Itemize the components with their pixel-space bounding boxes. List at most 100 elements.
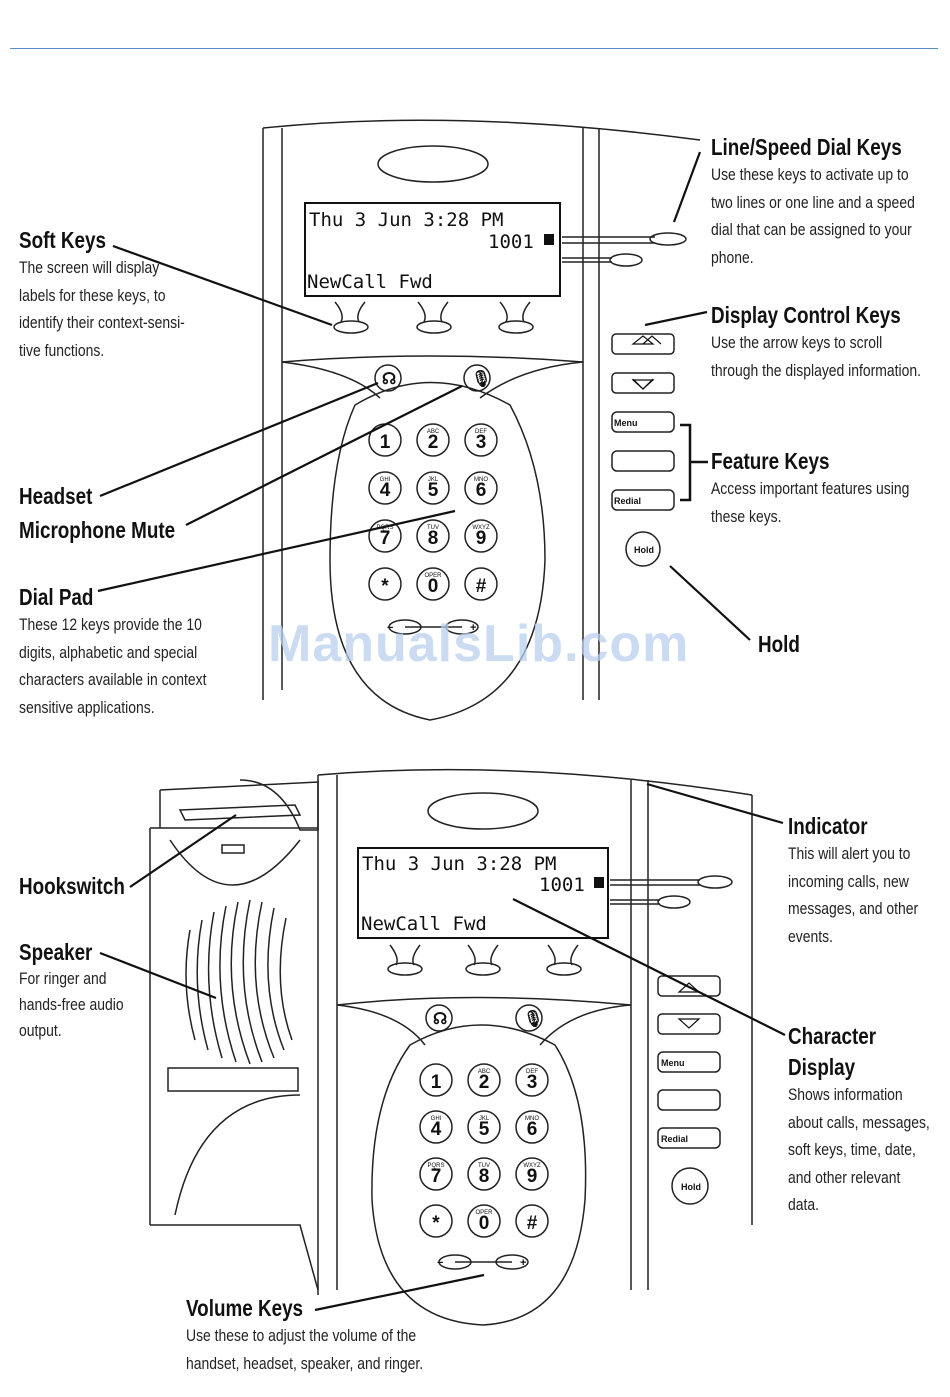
key-digit: 4 [380, 480, 391, 501]
side-key-1[interactable]: 1 [419, 1063, 453, 1097]
key-1[interactable]: 1 [368, 423, 402, 457]
key-outline [464, 519, 498, 553]
side-key-letters: PQRS [427, 1163, 444, 1169]
soft-keys-desc-2: labels for these keys, to [19, 285, 166, 305]
indicator-leader [646, 782, 784, 825]
page-top-rule [10, 48, 938, 49]
dial-pad-desc-2: digits, alphabetic and special [19, 642, 198, 662]
feature-keys-callout: Feature Keys Access important features u… [711, 448, 950, 530]
character-display-desc-2: about calls, messages, [788, 1112, 930, 1132]
side-key-digit: 1 [431, 1072, 442, 1093]
side-key-digit: 4 [431, 1119, 442, 1140]
headset-icon: ☊ [382, 371, 396, 388]
hookswitch-callout: Hookswitch [19, 873, 148, 900]
soft-keys-desc-3: identify their context-sensi- [19, 313, 185, 332]
mic-mute-callout: Microphone Mute [19, 517, 209, 544]
watermark: ManualsLib.com [268, 615, 690, 673]
side-key-digit: 8 [479, 1166, 490, 1187]
redial-button[interactable] [611, 489, 675, 511]
display-softkey-labels: NewCall Fwd [307, 271, 433, 293]
display-control-leader [644, 310, 708, 327]
hold-callout: Hold [758, 631, 809, 658]
volume-keys-leader [314, 1273, 485, 1312]
headset-title: Headset [19, 483, 93, 509]
display2-line1: Thu 3 Jun 3:28 PM [362, 853, 556, 875]
mic-mute-title: Microphone Mute [19, 517, 176, 543]
key-digit: 5 [428, 480, 439, 501]
soft-keys-title: Soft Keys [19, 227, 106, 253]
key-letters: WXYZ [472, 525, 490, 531]
feature-button-blank[interactable] [611, 450, 675, 472]
hold-label: Hold [634, 545, 654, 555]
menu-button[interactable] [611, 411, 675, 433]
key-digit: 3 [476, 432, 487, 453]
character-display-leader [512, 898, 786, 1036]
key-star[interactable]: * [368, 567, 402, 601]
volume-keys-callout: Volume Keys Use these to adjust the volu… [186, 1295, 475, 1377]
headset-icon-2: ☊ [433, 1011, 447, 1028]
side-key-star[interactable]: * [419, 1204, 453, 1238]
hookswitch-leader [129, 814, 237, 888]
mute-button[interactable] [463, 364, 491, 392]
side-key-letters: OPER [475, 1210, 493, 1216]
side-key-outline [419, 1063, 453, 1097]
key-letters: TUV [427, 525, 439, 531]
character-display-desc-1: Shows information [788, 1085, 903, 1104]
key-pound[interactable]: # [464, 567, 498, 601]
key-outline [416, 471, 450, 505]
key-letters: JKL [428, 477, 439, 483]
side-key-pound[interactable]: # [515, 1204, 549, 1238]
display-line2: 1001 [488, 231, 534, 253]
headset-button[interactable] [374, 364, 402, 392]
key-outline [368, 471, 402, 505]
dial-pad-callout: Dial Pad These 12 keys provide the 10 di… [19, 584, 248, 721]
phone-side-view [149, 768, 753, 1326]
redial-label-2: Redial [661, 1134, 688, 1144]
character-display-title: Character [788, 1023, 877, 1049]
dial-pad-leader [97, 509, 456, 593]
line-keys-callout: Line/Speed Dial Keys Use these keys to a… [711, 134, 950, 271]
feature-keys-title: Feature Keys [711, 448, 830, 474]
menu-label: Menu [614, 418, 638, 428]
side-key-digit: 0 [479, 1213, 490, 1234]
key-digit: 9 [476, 528, 487, 549]
key-letters: PQRS [376, 525, 393, 531]
key-letters: ABC [427, 429, 440, 435]
hold-button[interactable] [625, 531, 661, 567]
side-key-outline [515, 1110, 549, 1144]
key-digit: 0 [428, 576, 439, 597]
volume-plus-icon: + [470, 622, 476, 634]
scroll-down-button[interactable] [611, 372, 675, 394]
volume-keys[interactable] [388, 619, 479, 635]
scroll-up-button[interactable] [611, 333, 675, 355]
volume-minus-icon: − [387, 622, 393, 634]
display-control-title: Display Control Keys [711, 302, 901, 328]
feature-keys-desc-2: these keys. [711, 506, 782, 526]
side-key-outline [515, 1204, 549, 1238]
display2-softkey-labels: NewCall Fwd [361, 913, 487, 935]
indicator-desc-3: messages, and other [788, 899, 919, 918]
line-keys-desc-4: phone. [711, 247, 754, 267]
microphone-mute-icon-2: 🎙 [523, 1010, 543, 1028]
key-letters: OPER [424, 573, 442, 579]
